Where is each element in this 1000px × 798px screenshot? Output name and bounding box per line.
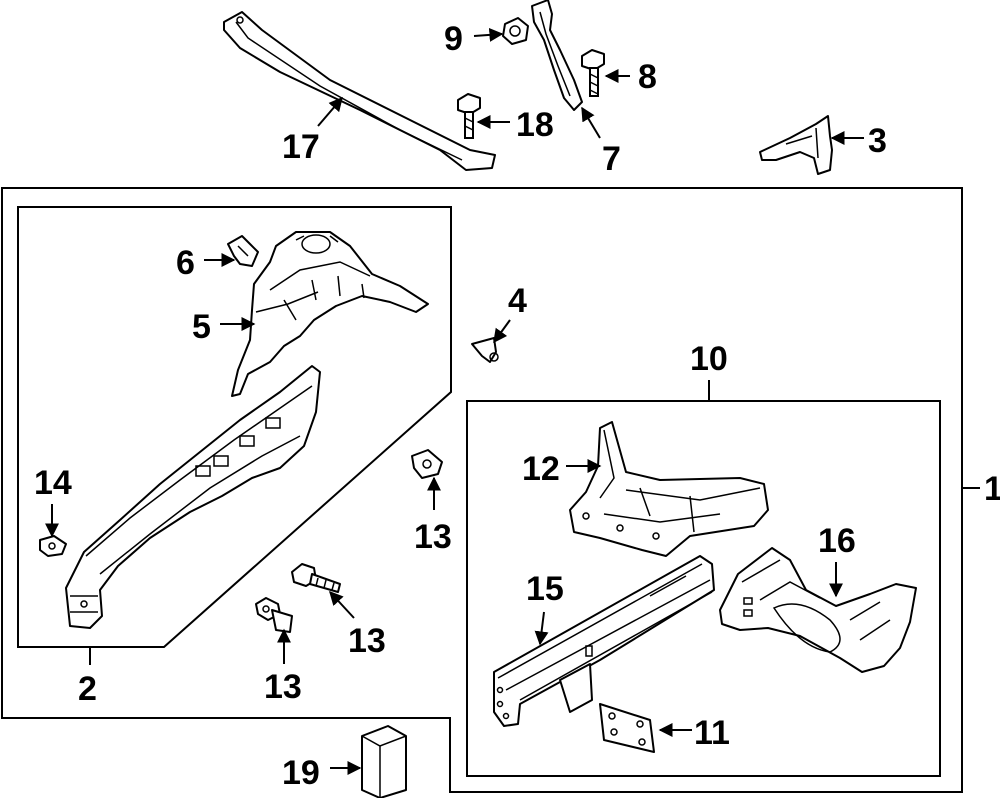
- callout-17: 17: [282, 128, 320, 166]
- callout-12: 12: [522, 450, 560, 488]
- callout-18: 18: [516, 106, 554, 144]
- part-3-bracket: [759, 115, 833, 175]
- part-7-bracket: [531, 0, 583, 111]
- callout-13c: 13: [264, 668, 302, 706]
- callout-15: 15: [526, 570, 564, 608]
- part-13a-bolt: [411, 449, 443, 479]
- part-11-plate: [599, 703, 655, 753]
- part-6-clip: [227, 235, 259, 267]
- part-16-rail-assembly: [719, 547, 917, 673]
- group-box-2: [17, 206, 452, 648]
- callout-9: 9: [444, 20, 463, 58]
- group-box-10: [466, 400, 941, 777]
- part-12-rail-bracket: [569, 421, 769, 557]
- part-14-clip: [39, 535, 67, 557]
- callout-11: 11: [694, 714, 730, 752]
- part-15-frame-rail: [493, 555, 715, 727]
- leader-4: [493, 319, 511, 344]
- callout-6: 6: [176, 244, 195, 282]
- leader-7: [581, 106, 601, 139]
- part-5-wheelhouse: [231, 231, 429, 397]
- leader-15: [534, 611, 549, 646]
- callout-4: 4: [508, 282, 527, 320]
- callout-16: 16: [818, 522, 856, 560]
- part-9-nut: [502, 17, 529, 45]
- leader-13b: [329, 590, 355, 619]
- part-8-bolt: [581, 49, 605, 97]
- part-2-apron: [65, 365, 321, 629]
- callout-7: 7: [602, 140, 621, 178]
- callout-14: 14: [34, 464, 72, 502]
- part-19-block: [361, 725, 407, 798]
- callout-13a: 13: [414, 518, 452, 556]
- callout-19: 19: [282, 754, 320, 792]
- leader-17: [317, 96, 343, 127]
- part-18-bolt: [457, 93, 481, 139]
- leader-9: [473, 27, 504, 42]
- callout-3: 3: [868, 122, 887, 160]
- callout-13b: 13: [348, 622, 386, 660]
- callout-2: 2: [78, 670, 97, 708]
- callout-1: 1: [984, 470, 1000, 508]
- part-4-clip: [471, 337, 499, 363]
- callout-5: 5: [192, 308, 211, 346]
- part-17-upper-rail: [223, 11, 496, 171]
- callout-10: 10: [690, 340, 728, 378]
- part-13c-bolt: [255, 597, 293, 633]
- callout-8: 8: [638, 58, 657, 96]
- group-box-1: [1, 187, 963, 793]
- part-13b-bolt: [291, 563, 341, 593]
